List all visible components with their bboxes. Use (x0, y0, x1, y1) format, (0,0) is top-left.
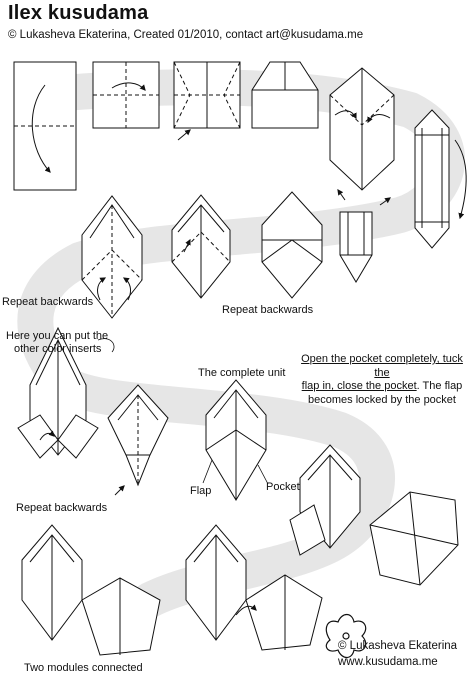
caption-flap: Flap (190, 485, 212, 497)
step-12 (107, 384, 169, 496)
caption-pocket: Pocket (266, 481, 300, 493)
instruction-note: Open the pocket completely, tuck the fla… (296, 353, 468, 407)
caption-inserts-line1: Here you can put the (6, 330, 109, 342)
footer-author-name: Lukasheva Ekaterina (349, 640, 458, 652)
copyright-line: © Lukasheva Ekaterina, Created 01/2010, … (8, 29, 364, 41)
caption-two-modules: Two modules connected (24, 662, 143, 674)
step-6 (414, 109, 467, 249)
footer-site: www.kusudama.me (338, 656, 438, 668)
caption-repeat-backwards-3: Repeat backwards (16, 502, 108, 514)
step-4 (251, 61, 319, 129)
caption-repeat-backwards-1: Repeat backwards (2, 296, 94, 308)
step-8 (171, 194, 231, 299)
step-16-two-modules (21, 524, 161, 656)
instruction-part1: Open the pocket completely, tuck the (301, 353, 463, 379)
pocket-leader-line (257, 464, 269, 485)
step-7 (81, 195, 143, 319)
inserts-leader-line (97, 338, 115, 353)
step-17 (185, 524, 323, 651)
step-5 (329, 67, 395, 191)
step-path-band (17, 69, 465, 618)
step-14 (289, 444, 361, 556)
step-1 (13, 61, 77, 191)
instruction-part2: flap in, close the pocket (301, 380, 417, 392)
step-10 (337, 189, 391, 283)
caption-repeat-backwards-2: Repeat backwards (222, 304, 314, 316)
caption-inserts-line2: other color inserts (14, 343, 102, 355)
kusudama-logo (325, 613, 367, 659)
step-15 (369, 491, 459, 586)
step-9 (261, 191, 323, 299)
step-13-complete-unit (205, 379, 267, 501)
caption-complete-unit: The complete unit (198, 367, 286, 379)
instruction-part3: . The flap (416, 380, 463, 392)
flap-leader-line (202, 459, 213, 484)
step-2 (92, 61, 160, 129)
footer-author: © Lukasheva Ekaterina (338, 640, 458, 652)
page-title: Ilex kusudama (8, 2, 149, 24)
instruction-part4: becomes locked by the pocket (308, 393, 456, 406)
step-11 (17, 326, 99, 459)
step-3 (173, 61, 241, 141)
